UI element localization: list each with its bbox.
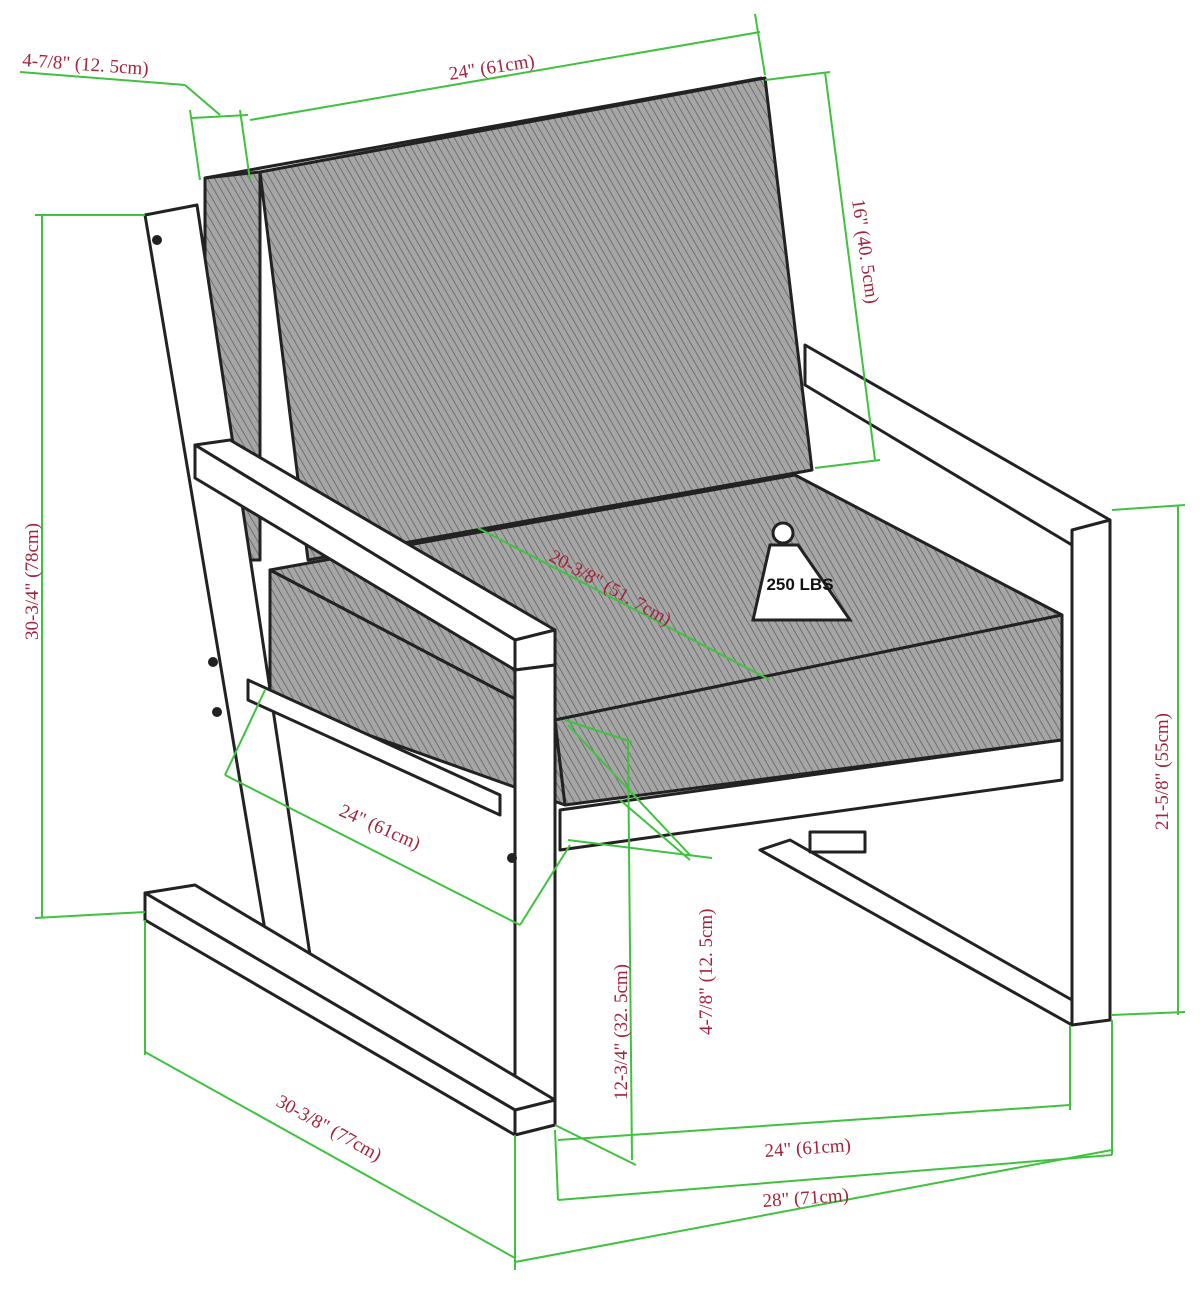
bolt-icon [212,707,222,717]
back-width-label: 24" (61cm) [447,51,536,85]
bolt-icon [152,235,162,245]
overall-width-label: 28" (71cm) [762,1185,850,1212]
seat-height-label: 12-3/4" (32. 5cm) [611,964,632,1100]
inner-width-label: 24" (61cm) [764,1135,852,1162]
left-runner [143,883,557,1137]
left-arm [193,438,557,1137]
dimension-lines [19,13,1186,1270]
weight-icon: 250 LBS [751,521,853,622]
bolt-icon [507,853,517,863]
overall-height-label: 30-3/4" (78cm) [22,523,43,640]
bolt-icon [208,657,218,667]
arm-height-label: 21-5/8" (55cm) [1152,713,1173,830]
right-frame [758,343,1112,1027]
seat-rail [246,678,1064,852]
seat-width-label: 24" (61cm) [336,800,423,854]
back-depth-label: 4-7/8" (12. 5cm) [22,50,150,80]
cushion-thickness-label: 4-7/8" (12. 5cm) [696,909,717,1035]
weight-capacity-label: 250 LBS [766,575,833,594]
seat-cushion [268,473,1064,807]
